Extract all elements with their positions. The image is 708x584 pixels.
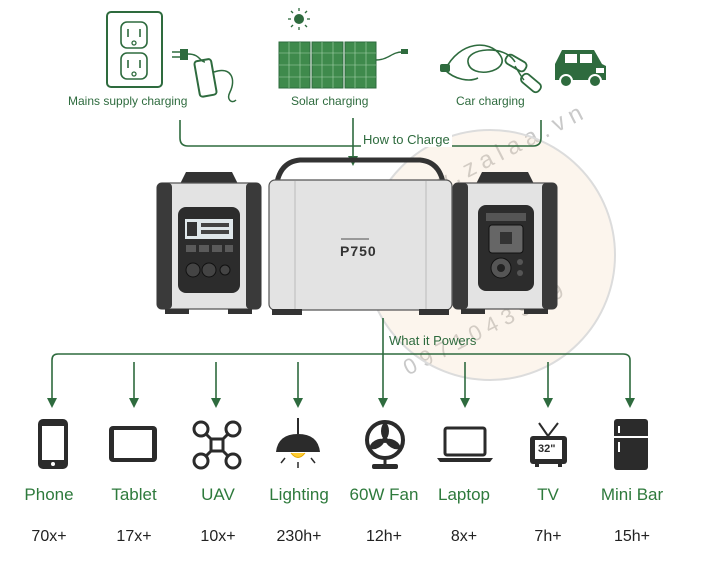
device-name-laptop: Laptop	[438, 485, 490, 504]
device-name-tv: TV	[537, 485, 559, 504]
device-name-fan: 60W Fan	[349, 485, 419, 504]
device-name-lighting: Lighting	[269, 485, 329, 504]
device-value-uav: 10x+	[200, 528, 236, 545]
device-value-laptop: 8x+	[450, 528, 478, 545]
device-value-tv: 7h+	[534, 528, 562, 545]
what-it-powers-title: What it Powers	[389, 333, 477, 348]
source-label-solar: Solar charging	[291, 94, 369, 108]
device-name-uav: UAV	[201, 485, 235, 504]
product-model: P750	[340, 243, 377, 259]
source-label-mains: Mains supply charging	[68, 94, 188, 108]
device-name-tablet: Tablet	[111, 485, 157, 504]
how-to-charge-title: How to Charge	[361, 132, 452, 147]
device-value-tablet: 17x+	[116, 528, 152, 545]
device-value-lighting: 230h+	[276, 528, 322, 545]
device-value-minibar: 15h+	[613, 528, 651, 545]
tv-screen-text: 32"	[538, 443, 556, 455]
device-name-phone: Phone	[24, 485, 74, 504]
source-label-car: Car charging	[456, 94, 525, 108]
device-name-minibar: Mini Bar	[600, 485, 664, 504]
device-value-fan: 12h+	[365, 528, 403, 545]
device-value-phone: 70x+	[31, 528, 67, 545]
